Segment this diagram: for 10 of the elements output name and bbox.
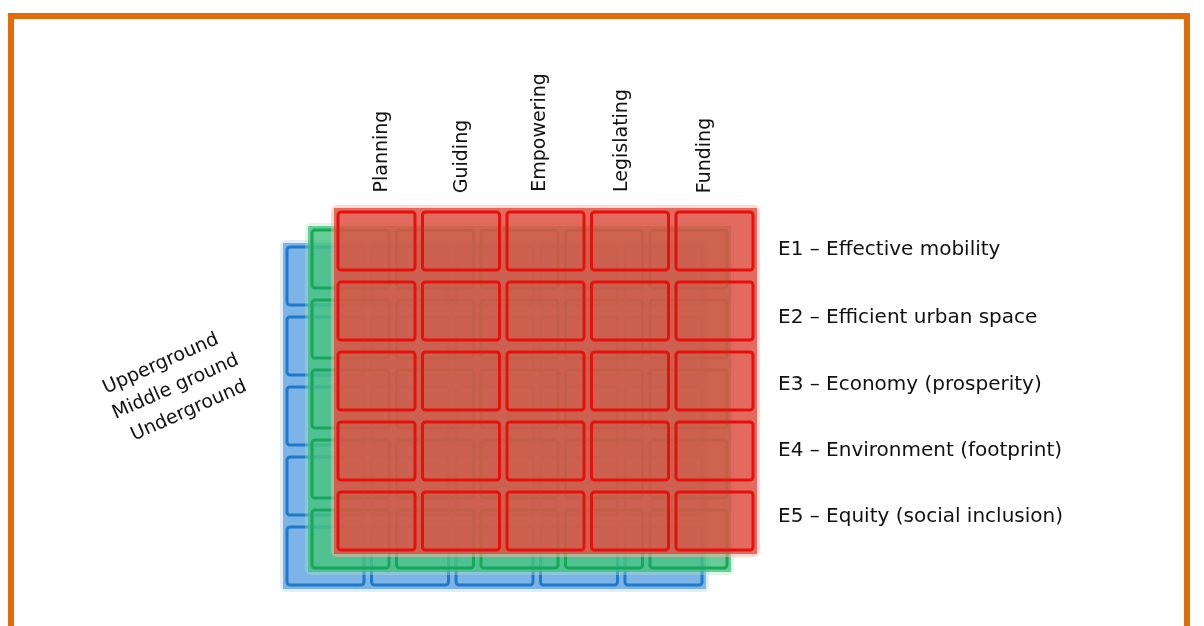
row-label: E1 – Effective mobility: [778, 238, 1001, 258]
column-header: Planning: [371, 110, 391, 193]
column-header: Funding: [693, 117, 713, 193]
column-header: Legislating: [610, 89, 630, 192]
column-header: Guiding: [450, 119, 470, 193]
row-label: E3 – Economy (prosperity): [778, 373, 1042, 393]
row-label: E4 – Environment (footprint): [778, 439, 1063, 459]
row-label: E5 – Equity (social inclusion): [778, 505, 1063, 525]
column-header: Empowering: [528, 72, 548, 192]
row-label: E2 – Efficient urban space: [778, 306, 1038, 326]
